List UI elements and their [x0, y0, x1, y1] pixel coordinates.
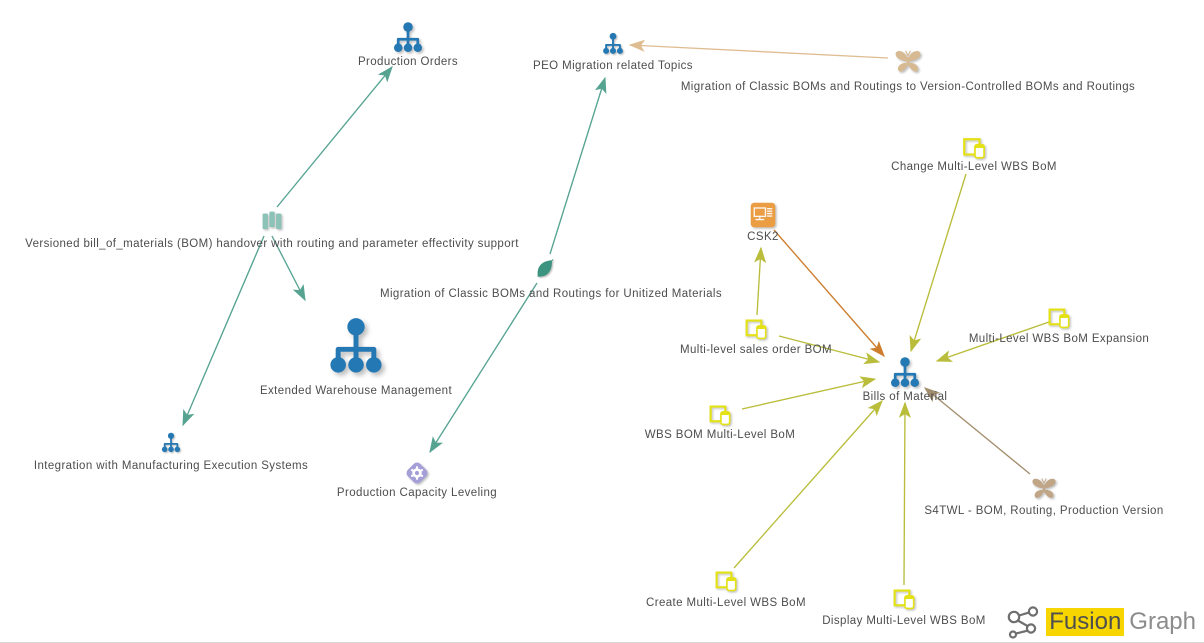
edge-display-multi-level-wbs-bom--bills-of-material	[898, 401, 911, 586]
node-label: PEO Migration related Topics	[533, 60, 693, 72]
network-nodes-icon	[1005, 605, 1041, 639]
node-multi-level-wbs-bom-expansion[interactable]: Multi-Level WBS BoM Expansion	[969, 308, 1149, 345]
edge-versioned-bom-handover--integration-mes	[182, 235, 265, 427]
edge-multi-level-wbs-bom-expansion--bills-of-material	[935, 321, 1050, 362]
org-hierarchy-icon	[161, 432, 181, 453]
node-label: S4TWL - BOM, Routing, Production Version	[924, 505, 1163, 517]
devices-icon	[893, 589, 915, 610]
node-label: Multi-level sales order BOM	[680, 344, 832, 356]
node-label: Multi-Level WBS BoM Expansion	[969, 333, 1149, 345]
leaf-icon	[537, 259, 554, 277]
devices-icon	[1048, 308, 1070, 329]
edge-migration-unitized--peo-migration-topics	[549, 76, 607, 255]
devices-icon	[963, 138, 985, 159]
node-csk2[interactable]: CSK2	[747, 202, 779, 243]
node-migration-version-controlled[interactable]: Migration of Classic BOMs and Routings t…	[681, 50, 1135, 93]
node-label: Change Multi-Level WBS BoM	[891, 161, 1057, 173]
node-s4twl-bom-routing[interactable]: S4TWL - BOM, Routing, Production Version	[924, 478, 1163, 518]
edge-multi-level-sales-order-bom--bills-of-material	[778, 335, 881, 365]
node-label: Production Orders	[358, 56, 458, 68]
node-multi-level-sales-order-bom[interactable]: Multi-level sales order BOM	[680, 319, 832, 356]
node-extended-warehouse-management[interactable]: Extended Warehouse Management	[260, 318, 452, 397]
edge-versioned-bom-handover--extended-warehouse-management	[271, 235, 306, 302]
node-label: Display Multi-Level WBS BoM	[822, 615, 986, 627]
edge-migration-unitized--production-capacity-leveling	[429, 282, 538, 454]
node-label: Versioned bill_of_materials (BOM) handov…	[25, 238, 519, 250]
edge-migration-version-controlled--peo-migration-topics	[628, 39, 889, 59]
node-peo-migration-topics[interactable]: PEO Migration related Topics	[533, 32, 693, 72]
node-label: CSK2	[747, 231, 779, 243]
edge-s4twl-bom-routing--bills-of-material	[923, 387, 1031, 475]
node-label: Extended Warehouse Management	[260, 385, 452, 397]
node-label: Create Multi-Level WBS BoM	[646, 597, 806, 609]
org-hierarchy-icon	[603, 32, 623, 54]
node-production-orders[interactable]: Production Orders	[358, 22, 458, 68]
node-label: Migration of Classic BOMs and Routings t…	[681, 81, 1135, 93]
node-display-multi-level-wbs-bom[interactable]: Display Multi-Level WBS BoM	[822, 589, 986, 627]
logo-text-graph: Graph	[1129, 608, 1196, 635]
node-label: Bills of Material	[863, 391, 948, 403]
org-hierarchy-icon	[393, 22, 423, 53]
devices-icon	[745, 319, 767, 340]
node-versioned-bom-handover[interactable]: Versioned bill_of_materials (BOM) handov…	[25, 211, 519, 250]
devices-icon	[709, 405, 731, 426]
node-production-capacity-leveling[interactable]: Production Capacity Leveling	[337, 461, 497, 499]
node-change-multi-level-wbs-bom[interactable]: Change Multi-Level WBS BoM	[891, 138, 1057, 173]
node-label: Integration with Manufacturing Execution…	[34, 460, 308, 472]
logo-text-fusion: Fusion	[1046, 608, 1125, 636]
node-label: WBS BOM Multi-Level BoM	[645, 429, 795, 441]
map-icon	[262, 211, 282, 230]
edge-wbs-bom-multi-level-bom--bills-of-material	[741, 376, 877, 410]
node-integration-mes[interactable]: Integration with Manufacturing Execution…	[34, 432, 308, 472]
node-create-multi-level-wbs-bom[interactable]: Create Multi-Level WBS BoM	[646, 571, 806, 609]
node-wbs-bom-multi-level-bom[interactable]: WBS BOM Multi-Level BoM	[645, 405, 795, 441]
edge-create-multi-level-wbs-bom--bills-of-material	[733, 399, 883, 569]
org-hierarchy-icon	[890, 357, 920, 388]
node-bills-of-material[interactable]: Bills of Material	[863, 357, 948, 403]
butterfly-icon	[895, 50, 921, 72]
monitor-icon	[750, 202, 776, 228]
fusiongraph-logo: Fusion Graph	[1005, 605, 1196, 639]
edge-change-multi-level-wbs-bom--bills-of-material	[909, 173, 967, 353]
node-label: Production Capacity Leveling	[337, 487, 497, 499]
edge-versioned-bom-handover--production-orders	[276, 65, 393, 208]
org-hierarchy-icon	[330, 318, 382, 373]
edge-csk2--bills-of-material	[773, 229, 885, 358]
devices-icon	[715, 571, 737, 592]
butterfly-icon	[1032, 478, 1056, 498]
node-label: Migration of Classic BOMs and Routings f…	[380, 288, 722, 300]
node-migration-unitized[interactable]: Migration of Classic BOMs and Routings f…	[380, 259, 722, 300]
edge-multi-level-sales-order-bom--csk2	[754, 246, 767, 316]
capacity-gear-diamond-icon	[406, 462, 428, 484]
